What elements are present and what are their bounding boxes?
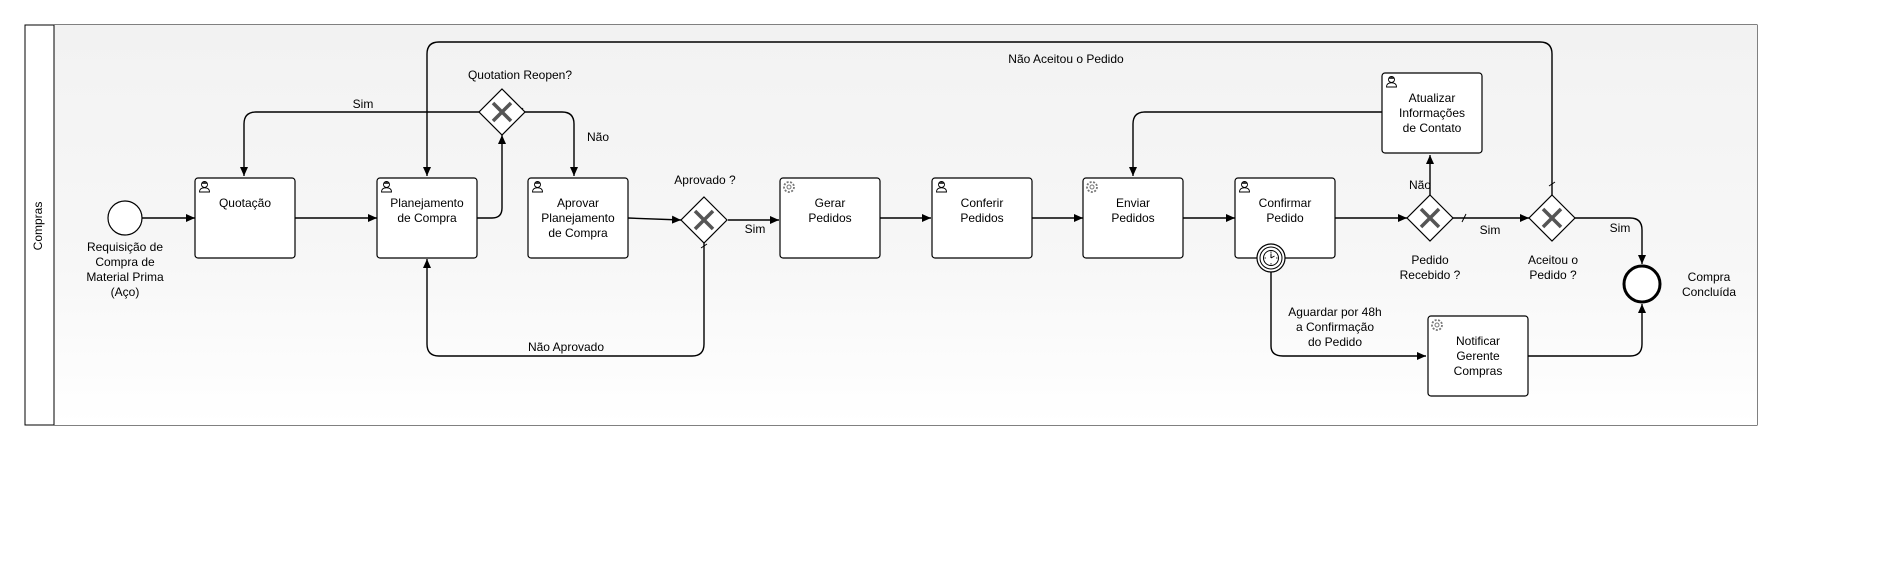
flow-label-sim-aprovado: Sim: [745, 222, 766, 236]
timer-boundary-event[interactable]: [1256, 243, 1286, 273]
user-icon: [1237, 179, 1252, 194]
x-icon: [693, 209, 715, 231]
flow-aprovar-aprovado: [627, 215, 682, 224]
user-icon: [1384, 74, 1399, 89]
task-quotacao[interactable]: Quotação: [194, 177, 296, 259]
x-icon: [1541, 207, 1563, 229]
flow-reopen-quotacao: [240, 111, 480, 176]
flow-label-sim-aceitou: Sim: [1610, 221, 1631, 235]
user-icon: [530, 179, 545, 194]
start-event[interactable]: [107, 200, 143, 236]
flow-atualizar-enviar: [1129, 111, 1382, 176]
sequence-flows: [142, 41, 1646, 360]
flow-aceitou-planejamento: [423, 41, 1553, 195]
task-quotacao-label: Quotação: [219, 196, 271, 210]
gateway-quotation-reopen-label: Quotation Reopen?: [468, 68, 572, 82]
flow-label-nao-recebido: Não: [1409, 178, 1431, 192]
flow-aceitou-end: [1575, 217, 1646, 264]
user-icon: [197, 179, 212, 194]
flow-aprovado-planejamento: [423, 243, 705, 357]
x-icon: [491, 101, 513, 123]
gateway-quotation-reopen[interactable]: [478, 88, 526, 136]
end-event[interactable]: [1622, 264, 1662, 304]
flow-label-sim-recebido: Sim: [1480, 223, 1501, 237]
flow-reopen-aprovar: [525, 111, 578, 176]
flow-planejamento-reopen: [477, 135, 506, 219]
flow-notificar-end: [1528, 304, 1646, 357]
gateway-pedido-recebido[interactable]: [1406, 194, 1454, 242]
lane-label: Compras: [31, 202, 45, 251]
default-flow-marker: [1548, 181, 1556, 187]
flow-timer-notificar: [1270, 272, 1426, 360]
clock-icon: [1263, 250, 1279, 266]
gateway-aprovado[interactable]: [680, 196, 728, 244]
default-flow-marker: [700, 243, 708, 249]
user-icon: [934, 179, 949, 194]
gateway-aceitou[interactable]: [1528, 194, 1576, 242]
x-icon: [1419, 207, 1441, 229]
default-flow-marker: [1461, 213, 1467, 223]
flow-label-nao-reopen: Não: [587, 130, 609, 144]
gateway-aprovado-label: Aprovado ?: [674, 173, 736, 187]
user-icon: [379, 179, 394, 194]
flow-label-sim-reopen: Sim: [353, 97, 374, 111]
flow-label-nao-aceitou: Não Aceitou o Pedido: [1008, 52, 1124, 66]
flow-label-nao-aprovado: Não Aprovado: [528, 340, 604, 354]
